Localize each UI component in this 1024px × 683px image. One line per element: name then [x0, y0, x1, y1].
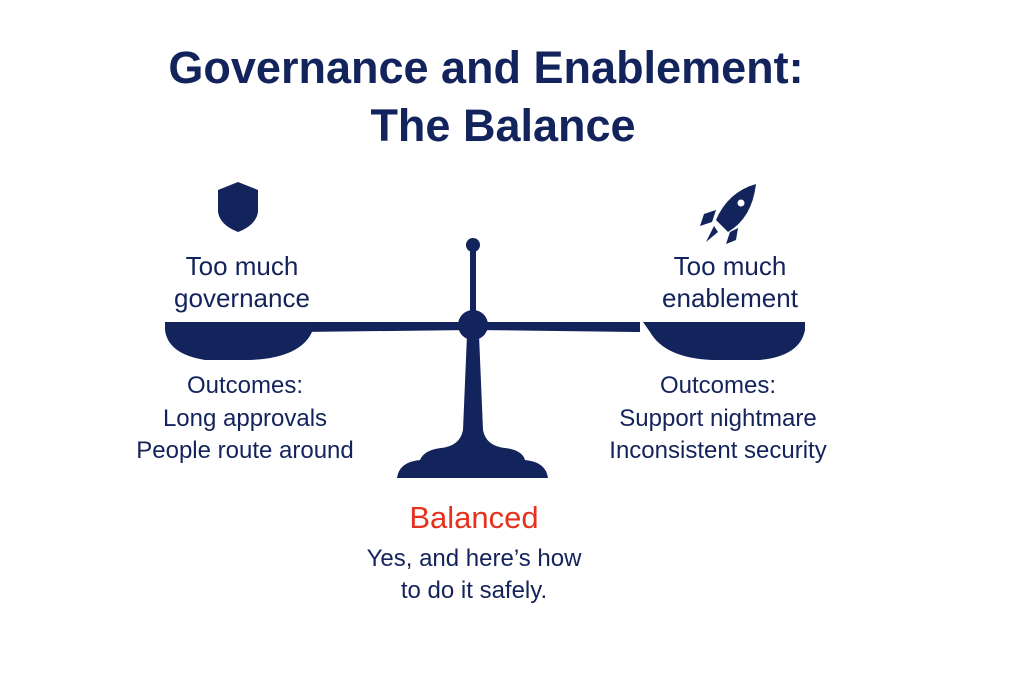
page-title-line1: Governance and Enablement:	[168, 42, 804, 93]
left-label-line1: Too much	[185, 251, 299, 281]
left-outcome-item: People route around	[136, 437, 354, 464]
right-outcome-item: Inconsistent security	[609, 437, 827, 464]
balanced-label: Balanced	[409, 500, 539, 535]
left-outcomes-title: Outcomes:	[186, 372, 304, 399]
balanced-desc-line1: Yes, and here’s how	[366, 545, 582, 572]
left-label-line2: governance	[174, 283, 310, 313]
scale-pole	[470, 248, 476, 318]
right-pan	[643, 322, 805, 360]
right-label-line1: Too much	[673, 251, 787, 281]
left-pan	[165, 322, 320, 360]
right-outcomes-title: Outcomes:	[659, 372, 777, 399]
scale-hub	[458, 310, 488, 340]
scale-top-knob	[466, 238, 480, 252]
shield-icon	[218, 182, 258, 232]
page-title-line2: The Balance	[370, 100, 636, 151]
right-label-line2: enablement	[662, 283, 798, 313]
balanced-desc-line2: to do it safely.	[400, 577, 548, 604]
scale-base	[397, 335, 548, 478]
rocket-icon	[700, 184, 756, 244]
left-outcome-item: Long approvals	[162, 405, 328, 432]
right-outcome-item: Support nightmare	[619, 405, 817, 432]
